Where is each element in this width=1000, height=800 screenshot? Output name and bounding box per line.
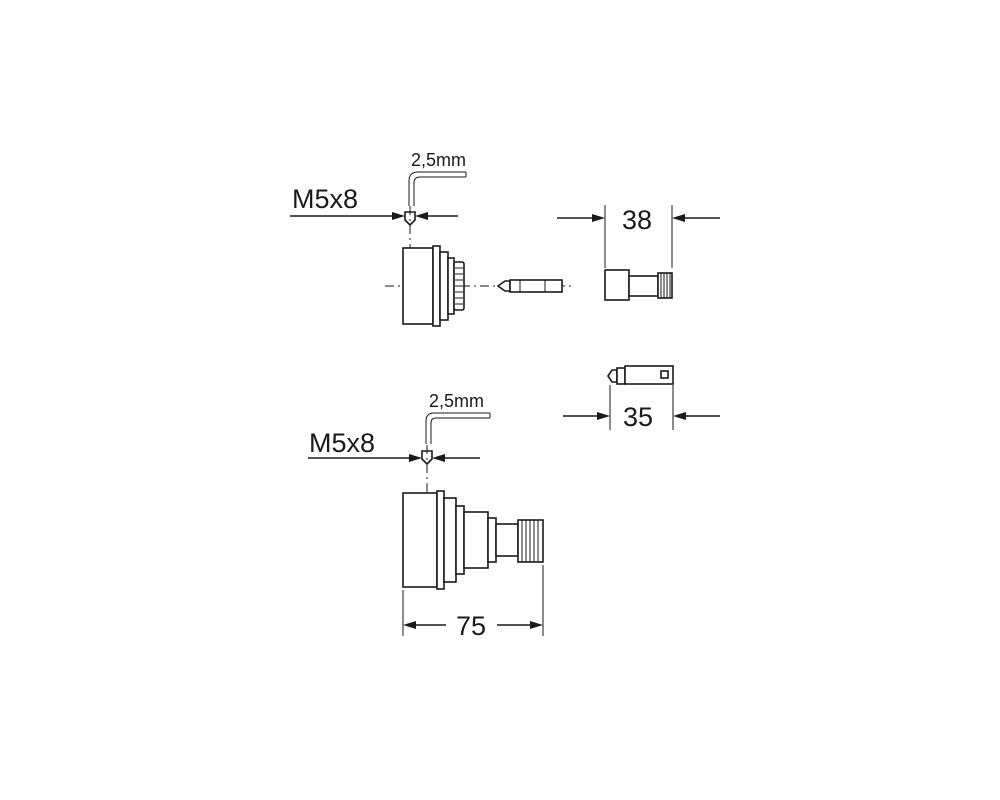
dimension-label-38: 38 [622,205,652,235]
dimension-label-35: 35 [623,402,653,432]
top-assembly: 2,5mm M5x8 [290,150,720,327]
thread-size-label: M5x8 [309,428,375,458]
thread-size-label: M5x8 [292,184,358,214]
bottom-assembly: 2,5mm M5x8 [308,391,544,641]
dimension-label-75: 75 [456,611,486,641]
short-extension-pin [607,365,674,385]
extension-pin [496,279,563,293]
hex-key-icon [425,412,491,444]
middle-part: 35 [563,365,720,432]
cartridge-assembly [402,490,544,590]
dimension-35 [563,385,720,430]
cartridge-body [385,245,575,327]
hex-key-size-label: 2,5mm [411,150,466,170]
set-screw-icon [308,445,480,492]
dimension-75 [402,565,544,636]
hex-key-icon [408,171,467,206]
extension-spindle [604,269,673,301]
hex-key-size-label: 2,5mm [429,391,484,411]
dimension-38 [557,205,720,268]
set-screw-icon [290,206,458,250]
